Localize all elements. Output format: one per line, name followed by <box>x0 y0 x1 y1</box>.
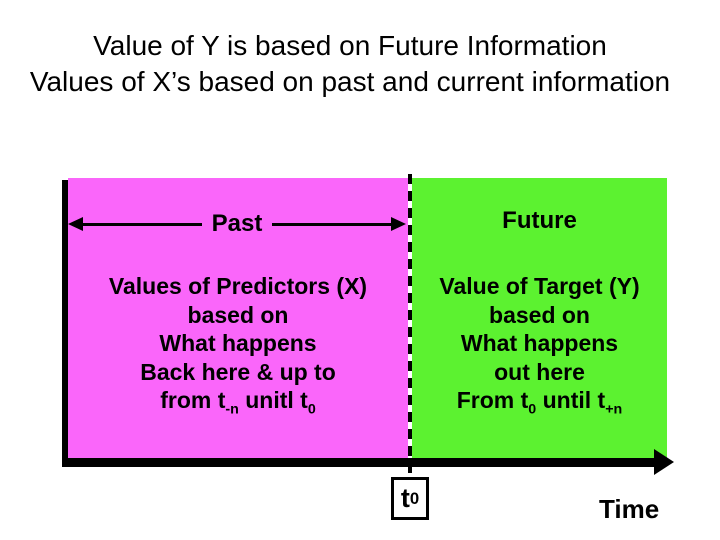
subscript-zero: 0 <box>409 488 420 508</box>
subscript-zero: 0 <box>528 401 537 418</box>
past-region: Past Values of Predictors (X) based on W… <box>68 178 408 458</box>
t0-dashed-line <box>408 174 412 477</box>
past-formula-line: from t-n unitl t0 <box>160 387 316 418</box>
time-axis-arrowhead-icon <box>654 449 674 475</box>
time-axis-line <box>62 458 658 467</box>
past-text-line: Back here & up to <box>140 358 336 385</box>
y-axis-line <box>62 180 68 467</box>
past-text-line: based on <box>187 301 289 328</box>
arrow-line <box>83 222 202 226</box>
past-label: Past <box>211 210 263 237</box>
past-text-line: Values of Predictors (X) <box>108 273 368 299</box>
future-label: Future <box>502 207 577 234</box>
arrowhead-left-icon <box>68 217 83 231</box>
future-region: Future Value of Target (Y) based on What… <box>412 178 667 458</box>
arrowhead-right-icon <box>391 217 407 231</box>
future-text-line: Value of Target (Y) <box>439 273 640 299</box>
past-text-line: What happens <box>159 330 317 357</box>
subscript-zero: 0 <box>307 401 316 418</box>
title-line-2: Values of X’s based on past and current … <box>29 66 671 97</box>
past-range-arrow: Past <box>68 204 407 244</box>
t0-label: t <box>400 483 410 513</box>
future-text-line: out here <box>494 358 585 385</box>
subscript-plus-n: +n <box>605 401 623 418</box>
slide-title: Value of Y is based on Future Informatio… <box>0 28 700 100</box>
past-text-block: Values of Predictors (X) based on What h… <box>68 272 408 425</box>
title-line-1: Value of Y is based on Future Informatio… <box>93 30 607 61</box>
future-text-line: What happens <box>460 330 619 357</box>
future-formula-line: From t0 until t+n <box>456 387 623 418</box>
subscript-minus-n: -n <box>225 401 239 418</box>
time-axis-label: Time <box>599 494 660 524</box>
arrow-line <box>272 222 392 226</box>
future-text-line: based on <box>489 301 590 328</box>
future-text-block: Value of Target (Y) based on What happen… <box>412 272 667 425</box>
